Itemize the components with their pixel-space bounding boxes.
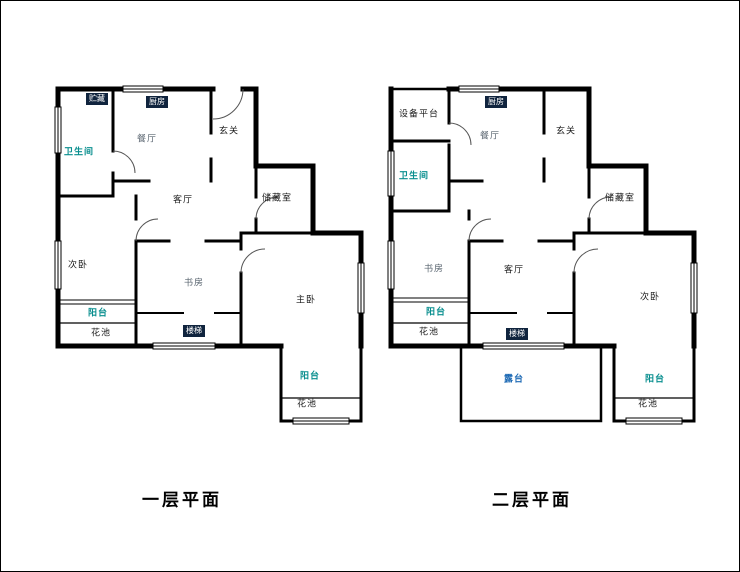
room-label-flowerbed-right-f2: 花池 xyxy=(637,399,659,410)
room-label-flowerbed-right-f1: 花池 xyxy=(296,399,318,410)
floor2-door-arcs xyxy=(448,122,612,274)
room-label-balcony-left-f2: 阳台 xyxy=(425,307,447,318)
room-label-storage-cabinet-f1: 贮藏 xyxy=(86,93,108,105)
room-label-foyer-f1: 玄关 xyxy=(218,126,240,137)
room-label-flowerbed-left-f2: 花池 xyxy=(418,327,440,338)
floor1-balcony-walls xyxy=(279,344,363,423)
room-label-bathroom-f2: 卫生间 xyxy=(398,171,430,182)
plan-title-floor1: 一层平面 xyxy=(142,490,222,511)
plan-title-floor2: 二层平面 xyxy=(492,490,572,511)
floor1-door-arcs xyxy=(112,88,279,274)
room-label-flowerbed-left-f1: 花池 xyxy=(90,328,112,339)
room-label-kitchen-f2: 厨房 xyxy=(485,96,507,108)
room-label-balcony-right-f1: 阳台 xyxy=(299,371,321,382)
room-label-living-f2: 客厅 xyxy=(503,265,525,276)
room-label-bedroom2-f1: 次卧 xyxy=(67,260,89,271)
room-label-stairs-f1: 楼梯 xyxy=(183,325,205,337)
floor1-windows xyxy=(54,85,365,425)
room-label-storeroom-f1: 储藏室 xyxy=(261,193,293,204)
room-label-bedroom2-f2: 次卧 xyxy=(639,292,661,303)
room-label-foyer-f2: 玄关 xyxy=(555,126,577,137)
floor2-terrace-wall xyxy=(459,344,603,423)
room-label-dining-f2: 餐厅 xyxy=(479,131,501,142)
floor1-partitions xyxy=(58,299,361,399)
floor2-partitions xyxy=(391,297,694,399)
floor1-inner-walls xyxy=(56,87,315,348)
room-label-study-f1: 书房 xyxy=(183,278,205,289)
room-label-master-f1: 主卧 xyxy=(295,295,317,306)
room-label-balcony-left-f1: 阳台 xyxy=(87,308,109,319)
room-label-storeroom-f2: 储藏室 xyxy=(604,193,636,204)
room-label-dining-f1: 餐厅 xyxy=(136,134,158,145)
room-label-study-f2: 书房 xyxy=(423,264,445,275)
floor2-inner-walls xyxy=(389,87,648,348)
room-label-terrace-f2: 露台 xyxy=(503,374,525,385)
room-label-stairs-f2: 楼梯 xyxy=(506,328,528,340)
room-label-equipment-platform-f2: 设备平台 xyxy=(398,109,440,120)
room-label-living-f1: 客厅 xyxy=(172,195,194,206)
floor2-windows xyxy=(387,85,698,425)
room-label-balcony-right-f2: 阳台 xyxy=(644,374,666,385)
room-label-bathroom-f1: 卫生间 xyxy=(63,147,95,158)
room-label-kitchen-f1: 厨房 xyxy=(146,96,168,108)
